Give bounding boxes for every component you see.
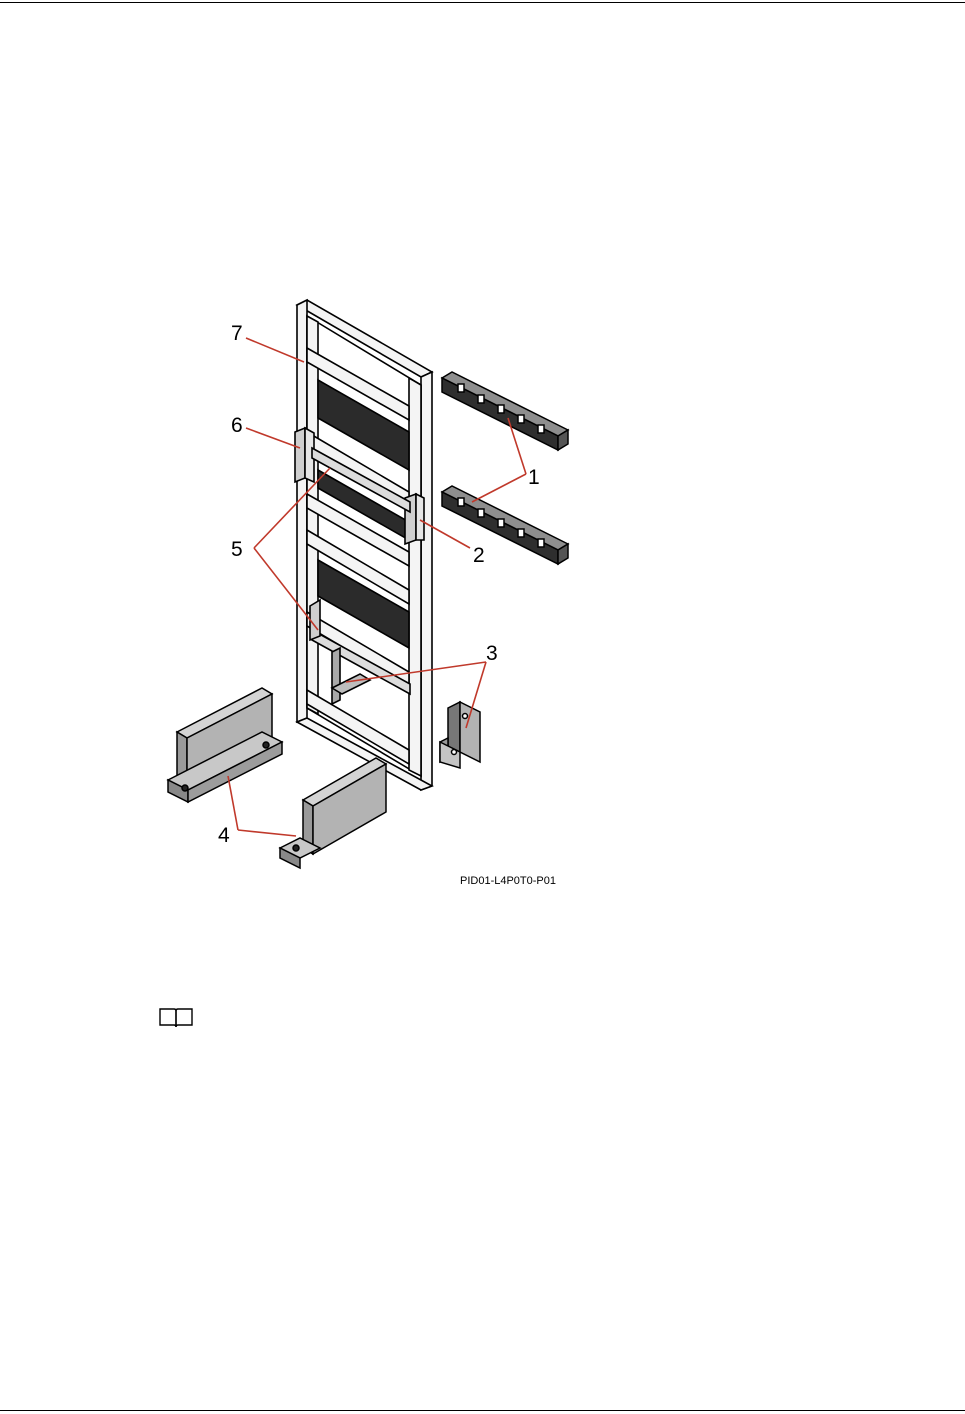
mounting-frame [295,300,432,790]
callout-4: 4 [218,824,230,847]
callout-2: 2 [473,544,485,567]
l-bracket [440,702,480,768]
book-icon [158,1006,194,1030]
callout-7: 7 [231,322,243,345]
cable-tray-upper [442,372,568,450]
base-support-left [168,688,282,802]
footer-rule [0,1410,965,1411]
base-support-right [280,758,386,868]
callout-5: 5 [231,538,243,561]
callout-1: 1 [528,466,540,489]
cable-tray-lower [442,486,568,564]
callout-6: 6 [231,414,243,437]
callout-3: 3 [486,642,498,665]
figure-id: PID01-L4P0T0-P01 [460,875,556,887]
